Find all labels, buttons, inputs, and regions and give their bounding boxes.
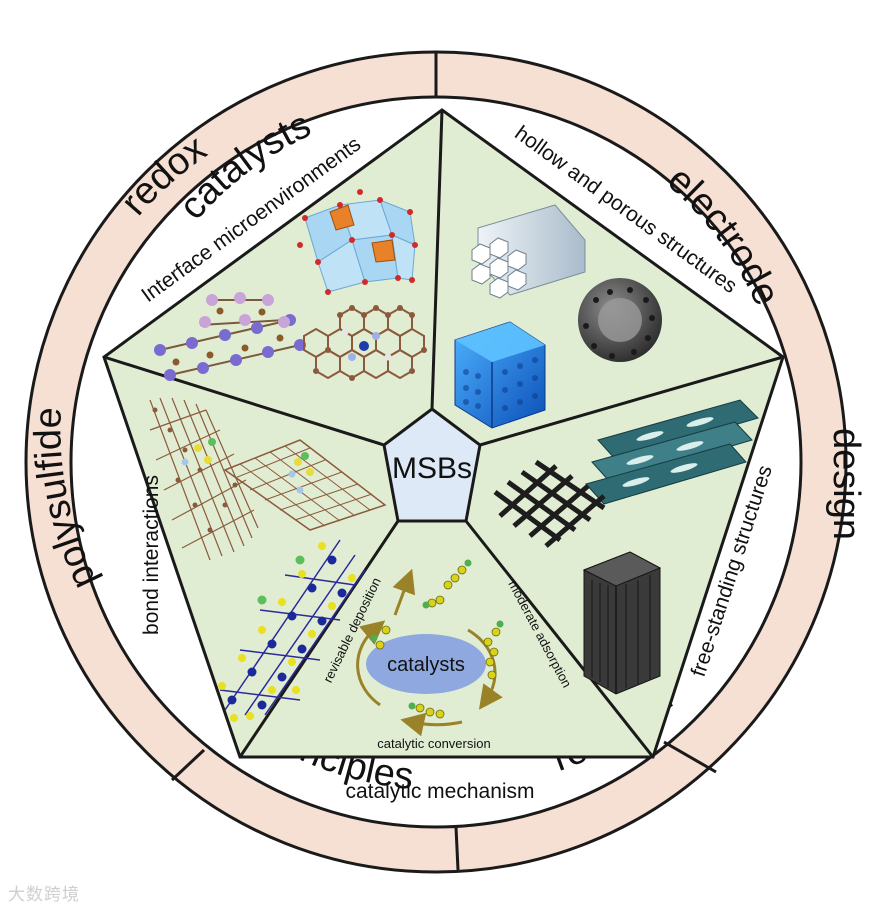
graphene-sheet-illustration [223,439,387,531]
catalytic-conversion-label: catalytic conversion [377,736,490,751]
watermark: 大数跨境 [8,885,80,905]
stacked-sheets-illustration [585,399,759,505]
mos2-lattice-illustration [218,539,366,722]
catalyst-ellipse [366,634,486,694]
carbon-mesh-illustration [493,459,606,548]
ring-divider [170,748,206,782]
graphene-ribbon-illustration [149,397,259,561]
hexagonal-tube-bundle-illustration [471,204,586,299]
center-pentagon [382,407,482,523]
graphene-single-atom-illustration [303,305,427,381]
pentagon-spokes [103,109,784,758]
sector-label-bond: bond interactions [140,475,163,635]
ring-divider [663,740,717,774]
layered-lattice-illustration [154,292,306,381]
porous-hollow-sphere-illustration [578,278,662,362]
ring-divider [454,826,460,871]
polysulfide-chains [370,559,504,719]
center-label: MSBs [392,452,472,485]
crystal-polyhedra-illustration [297,189,418,295]
carbon-pillar-illustration [582,551,662,695]
catalyst-label: catalysts [387,654,465,676]
ring-word-design: design [825,428,867,540]
sector-label-mechanism: catalytic mechanism [345,780,534,803]
blue-porous-cube-illustration [454,321,546,429]
